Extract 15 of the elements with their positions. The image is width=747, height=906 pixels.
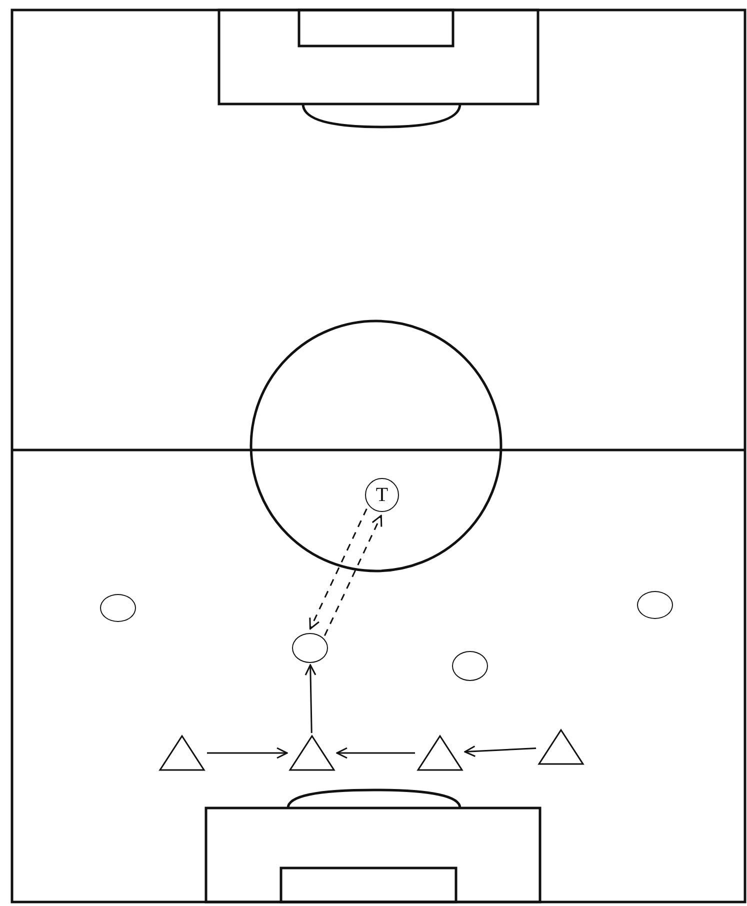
player-triangle <box>289 735 335 771</box>
arrow <box>207 747 288 759</box>
player-circle <box>292 633 328 663</box>
player-triangle <box>538 729 584 765</box>
player-circle <box>452 651 488 681</box>
arrow <box>464 746 536 757</box>
labeled-circle: T <box>365 478 399 512</box>
player-circle <box>100 594 136 622</box>
dashed-arrow <box>309 508 368 630</box>
player-triangle <box>417 735 463 771</box>
player-triangle <box>159 735 205 771</box>
arrow <box>336 747 415 759</box>
arrow <box>304 664 316 734</box>
player-circle <box>637 591 673 619</box>
dashed-arrow <box>324 514 382 636</box>
